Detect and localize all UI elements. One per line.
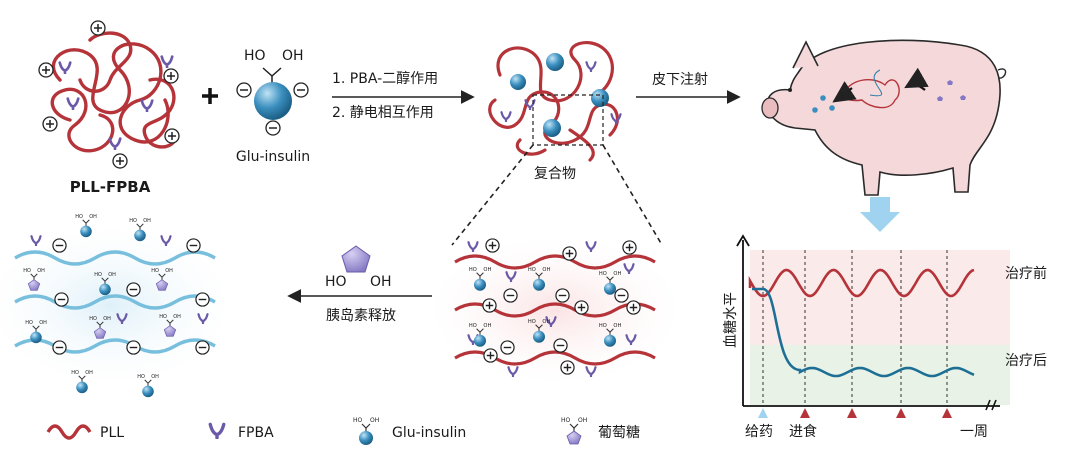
meal-label: 进食 xyxy=(789,423,817,440)
svg-text:皮下注射: 皮下注射 xyxy=(652,72,708,88)
pll-fpba-polymer: PLL-FPBA xyxy=(38,20,180,196)
svg-text:1. PBA-二醇作用: 1. PBA-二醇作用 xyxy=(332,70,438,87)
legend: PLL FPBA Glu-insulin 葡萄糖 xyxy=(46,416,640,446)
assembly-arrow: 1. PBA-二醇作用 2. 静电相互作用 xyxy=(332,70,475,121)
legend-fpba: FPBA xyxy=(238,425,274,441)
fpba-icon xyxy=(208,422,226,439)
series-label-after: 治疗后 xyxy=(1005,353,1047,369)
dose-marker xyxy=(758,408,768,418)
released-matrix xyxy=(0,213,225,398)
meal-marker xyxy=(896,408,906,418)
legend-pll: PLL xyxy=(100,425,124,441)
svg-text:2. 静电相互作用: 2. 静电相互作用 xyxy=(332,105,434,121)
injection-arrow: 皮下注射 xyxy=(636,72,741,104)
release-arrow: HO OH 胰岛素释放 xyxy=(287,245,432,324)
pll-fpba-label: PLL-FPBA xyxy=(70,178,151,196)
zoomed-matrix xyxy=(435,238,675,380)
pig-illustration xyxy=(761,39,1007,196)
legend-glucose: 葡萄糖 xyxy=(598,425,640,441)
legend-glu-insulin: Glu-insulin xyxy=(392,425,466,441)
meal-marker xyxy=(800,408,810,418)
svg-text:OH: OH xyxy=(282,48,304,64)
series-label-before: 治疗前 xyxy=(1005,265,1047,282)
svg-text:胰岛素释放: 胰岛素释放 xyxy=(326,308,396,324)
svg-text:Glu-insulin: Glu-insulin xyxy=(236,149,310,165)
complex: 复合物 xyxy=(488,40,622,182)
week-label: 一周 xyxy=(960,424,988,440)
svg-text:OH: OH xyxy=(370,274,392,290)
svg-text:HO: HO xyxy=(244,48,266,64)
y-axis-label: 血糖水平 xyxy=(723,292,739,348)
series-after-line xyxy=(752,287,975,378)
series-before-line xyxy=(748,268,975,298)
meal-marker xyxy=(847,408,857,418)
glu-insulin-molecule: HO OH Glu-insulin xyxy=(236,48,310,165)
glu-insulin-icon xyxy=(352,416,380,446)
positive-charge-icon xyxy=(90,20,106,36)
down-arrow-icon xyxy=(860,197,900,232)
pll-wave-icon xyxy=(46,424,92,440)
svg-text:复合物: 复合物 xyxy=(534,165,576,182)
glucose-chart: 血糖水平 治疗前 治疗后 给药 进食 一周 xyxy=(723,234,1047,440)
dose-label: 给药 xyxy=(745,424,773,440)
plus-sign xyxy=(202,88,218,104)
svg-text:HO: HO xyxy=(325,274,347,290)
meal-marker xyxy=(942,408,952,418)
glucose-icon xyxy=(560,416,588,445)
